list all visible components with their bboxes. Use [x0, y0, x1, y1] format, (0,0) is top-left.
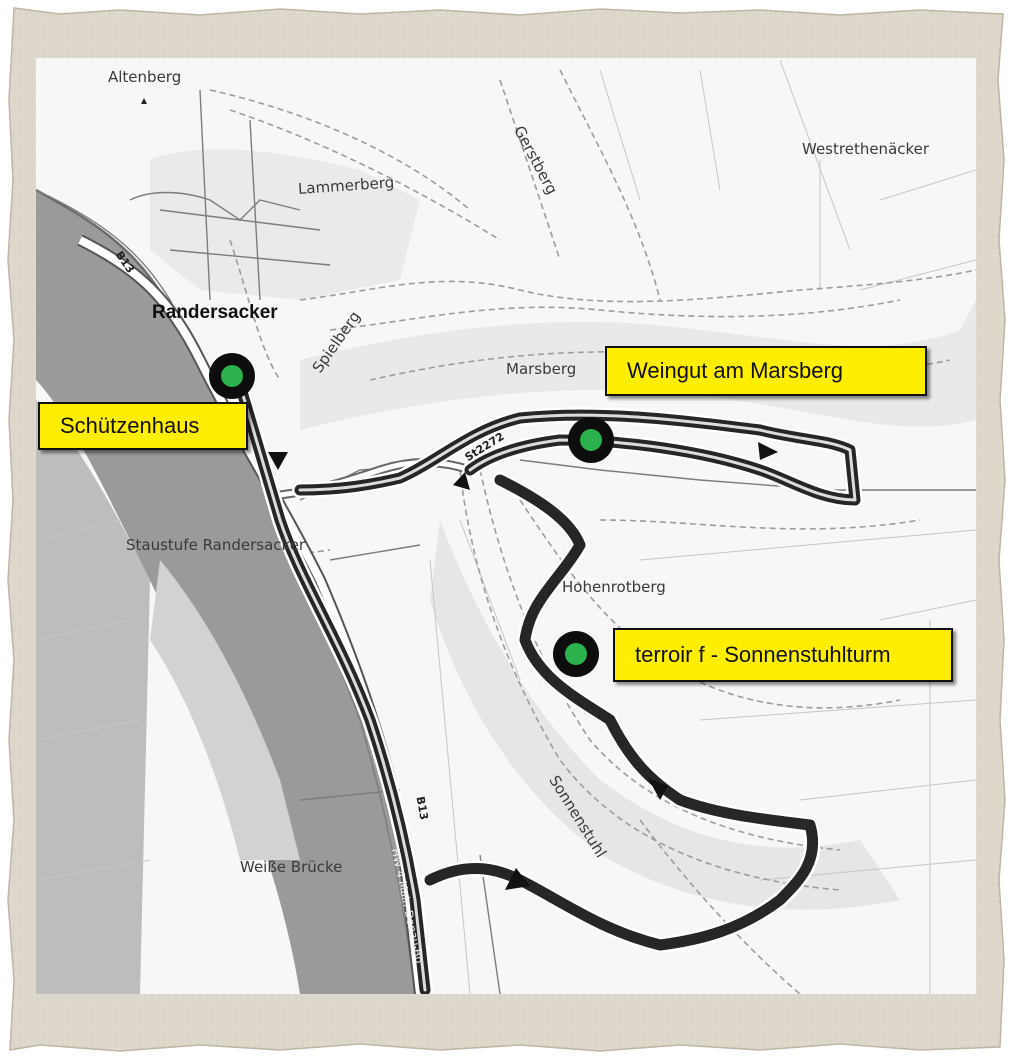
place-altenberg: Altenberg — [108, 68, 182, 86]
route-arrow-icon — [758, 442, 778, 460]
place-westrethenaecker: Westrethenäcker — [802, 140, 930, 158]
waypoint-weingut[interactable] — [568, 417, 614, 463]
river-main — [36, 190, 425, 994]
place-weisse-bruecke: Weiße Brücke — [240, 858, 343, 876]
waypoint-terroir[interactable] — [553, 631, 599, 677]
river-arm — [36, 400, 150, 994]
town-area — [150, 149, 420, 300]
callout-schuetzenhaus: Schützenhaus — [38, 402, 248, 450]
callout-terroir: terroir f - Sonnenstuhlturm — [613, 628, 953, 682]
place-randersacker: Randersacker — [152, 302, 278, 323]
route-arrow-icon — [505, 868, 530, 890]
hill-shading-south — [430, 520, 900, 910]
waypoint-schuetzenhaus[interactable] — [209, 353, 255, 399]
callout-weingut: Weingut am Marsberg — [605, 346, 927, 396]
place-marsberg: Marsberg — [506, 360, 577, 378]
route-arrow-icon — [648, 778, 668, 800]
lock-island — [150, 560, 300, 860]
route-arrow-icon — [453, 472, 470, 490]
peak-icon — [141, 98, 147, 104]
route-arrow-icon — [268, 452, 288, 470]
place-hohenrotberg: Hohenrotberg — [562, 578, 666, 596]
place-staustufe: Staustufe Randersacker — [126, 536, 306, 554]
